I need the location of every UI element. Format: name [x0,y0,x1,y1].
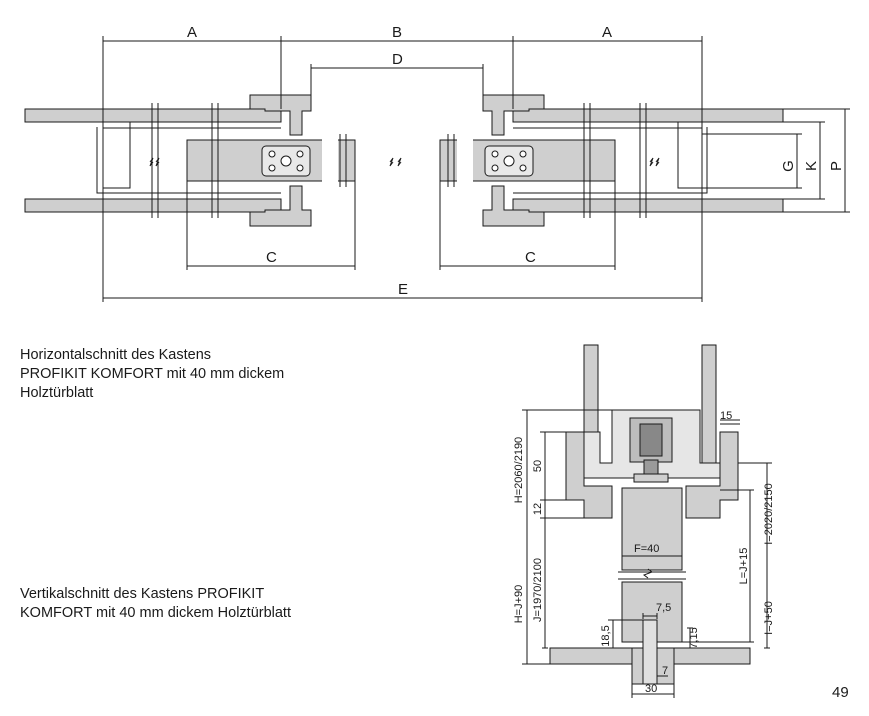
dim-D: D [392,51,403,68]
dim-C-right: C [525,249,536,266]
right-jamb-top [482,94,545,136]
right-jamb-bottom [482,185,545,227]
trolley-wheel [639,423,663,457]
dim-15: 15 [720,410,732,422]
dim-G: G [780,160,797,172]
dim-F: F=40 [634,543,659,555]
dim-HJ: H=J+90 [513,585,525,624]
horizontal-dimensions [102,36,850,302]
dim-E: E [398,281,408,298]
dim-C-left: C [266,249,277,266]
caption-line: Horizontalschnitt des Kastens [20,347,212,363]
left-bottom-board [24,198,282,213]
dim-LJ: L=J+15 [738,548,750,585]
dim-B: B [392,24,402,41]
dim-7-15: 7,15 [688,627,700,648]
vert-right-board [701,344,717,464]
dim-H: H=2060/2190 [513,437,525,503]
dim-50: 50 [532,460,544,472]
dim-P: P [828,161,845,171]
dim-J: J=1970/2100 [532,558,544,622]
caption-line: Holztürblatt [20,385,94,401]
left-jamb-top [249,94,312,136]
dim-7: 7 [662,665,668,677]
right-top-board [512,108,784,123]
right-bottom-board [512,198,784,213]
dim-A-right: A [602,24,612,41]
dim-18-5: 18,5 [600,625,612,646]
vertical-caption: Vertikalschnitt des Kastens PROFIKIT KOM… [20,585,291,623]
left-top-board [24,108,282,123]
dim-K: K [803,161,820,171]
dim-I: I=2020/2150 [763,483,775,544]
dim-7-5: 7,5 [656,602,671,614]
horizontal-caption: Horizontalschnitt des Kastens PROFIKIT K… [20,346,284,403]
break-lines [149,103,660,218]
vertical-dimensions [522,409,772,698]
dim-A-left: A [187,24,197,41]
vertical-section [549,344,751,685]
page-number: 49 [832,684,849,701]
caption-line: KOMFORT mit 40 mm dickem Holztürblatt [20,605,291,621]
dim-IJ: I=J+50 [763,601,775,635]
horizontal-section [24,94,784,227]
dim-30: 30 [645,683,657,695]
caption-line: Vertikalschnitt des Kastens PROFIKIT [20,586,265,602]
caption-line: PROFIKIT KOMFORT mit 40 mm dickem [20,366,285,382]
left-jamb-bottom [249,185,312,227]
dim-12: 12 [532,503,544,515]
right-jamb-profile [685,431,739,519]
vert-door-leaf-upper [621,487,683,571]
